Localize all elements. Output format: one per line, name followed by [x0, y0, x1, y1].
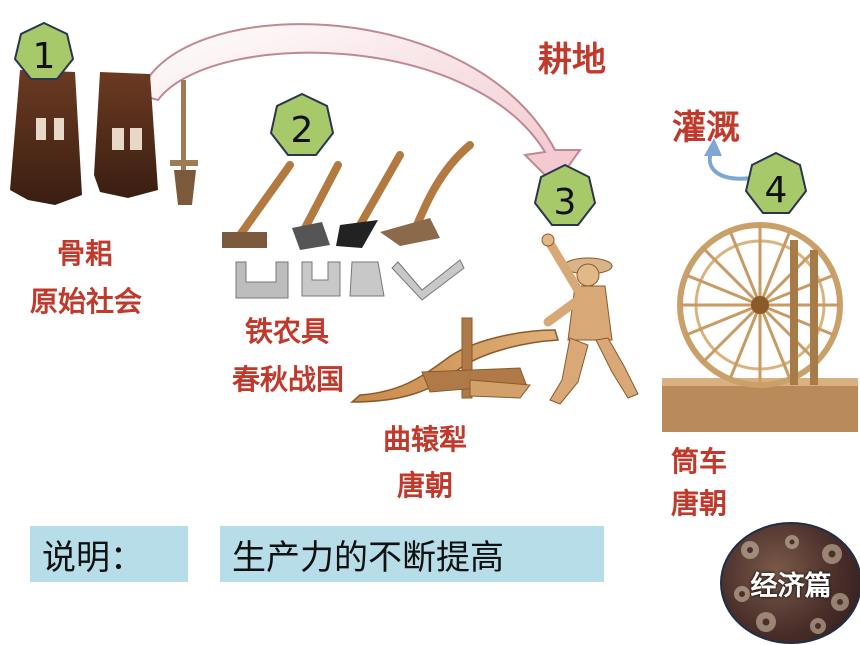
tool-label-4: 筒车	[670, 445, 727, 478]
tool-label-2: 铁农具	[244, 315, 329, 348]
curved-plow-and-farmer	[350, 233, 639, 405]
note-label-box: 说明：	[30, 526, 188, 582]
step-number-1: 1	[33, 36, 56, 77]
tool-label-1: 骨耜	[56, 237, 113, 270]
economy-section-badge[interactable]: 经济篇	[720, 522, 860, 644]
note-label: 说明：	[42, 537, 144, 578]
era-label-1: 原始社会	[29, 285, 142, 318]
step-marker-1: 1	[13, 21, 75, 80]
bone-plow-artifacts	[10, 70, 198, 205]
annotation-irrigation: 灌溉	[672, 108, 740, 148]
annotation-plowing: 耕地	[538, 40, 606, 80]
curved-arrow-plowing	[138, 23, 582, 187]
step-number-3: 3	[554, 182, 577, 223]
era-label-3: 唐朝	[396, 469, 453, 502]
step-marker-3: 3	[533, 163, 597, 226]
note-text: 生产力的不断提高	[232, 537, 504, 578]
iron-tools	[222, 141, 474, 301]
water-wheel	[662, 222, 858, 432]
badge-text: 经济篇	[750, 570, 832, 602]
era-label-4: 唐朝	[670, 487, 727, 520]
step-number-2: 2	[291, 110, 314, 151]
note-text-box: 生产力的不断提高	[220, 526, 604, 582]
curved-arrow-irrigation	[704, 138, 753, 181]
step-marker-2: 2	[269, 92, 335, 156]
tool-label-3: 曲辕犁	[382, 423, 467, 456]
step-marker-4: 4	[744, 151, 808, 214]
step-number-4: 4	[765, 170, 788, 211]
flower-pattern	[734, 535, 849, 634]
era-label-2: 春秋战国	[231, 363, 344, 396]
